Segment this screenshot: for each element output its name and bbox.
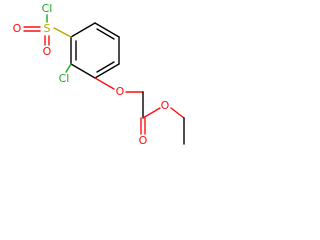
ring-bond-bottom-left <box>70 63 96 79</box>
atom-o-carbonyl: O <box>139 134 148 147</box>
molecule-structure-diagram: Cl S O O Cl O O O <box>13 2 185 147</box>
atom-cl-sulfonyl: Cl <box>42 2 53 15</box>
bond-ring-to-sulfur <box>53 27 72 38</box>
bond-ring-to-ether-oxygen <box>94 77 115 90</box>
ring-bond-top-left <box>70 22 96 38</box>
ring-bond-right-bottom <box>94 63 120 79</box>
bond-ester-oxygen-to-ch2 <box>170 107 185 119</box>
ring-double-bond-top <box>96 28 115 40</box>
bond-ring-to-chlorine <box>65 63 72 73</box>
atom-o-ether: O <box>116 85 125 98</box>
bond-carbonyl-carbon-to-ester-oxygen <box>142 107 161 119</box>
atom-o-sulfonyl-left: O <box>13 22 22 35</box>
atom-o-ester: O <box>161 99 170 112</box>
ring-bond-top <box>94 22 120 38</box>
atom-o-sulfonyl-bottom: O <box>43 45 52 58</box>
atom-cl-ring: Cl <box>59 72 70 85</box>
atom-s: S <box>44 22 51 35</box>
ring-double-bond-right-bottom <box>96 61 115 73</box>
